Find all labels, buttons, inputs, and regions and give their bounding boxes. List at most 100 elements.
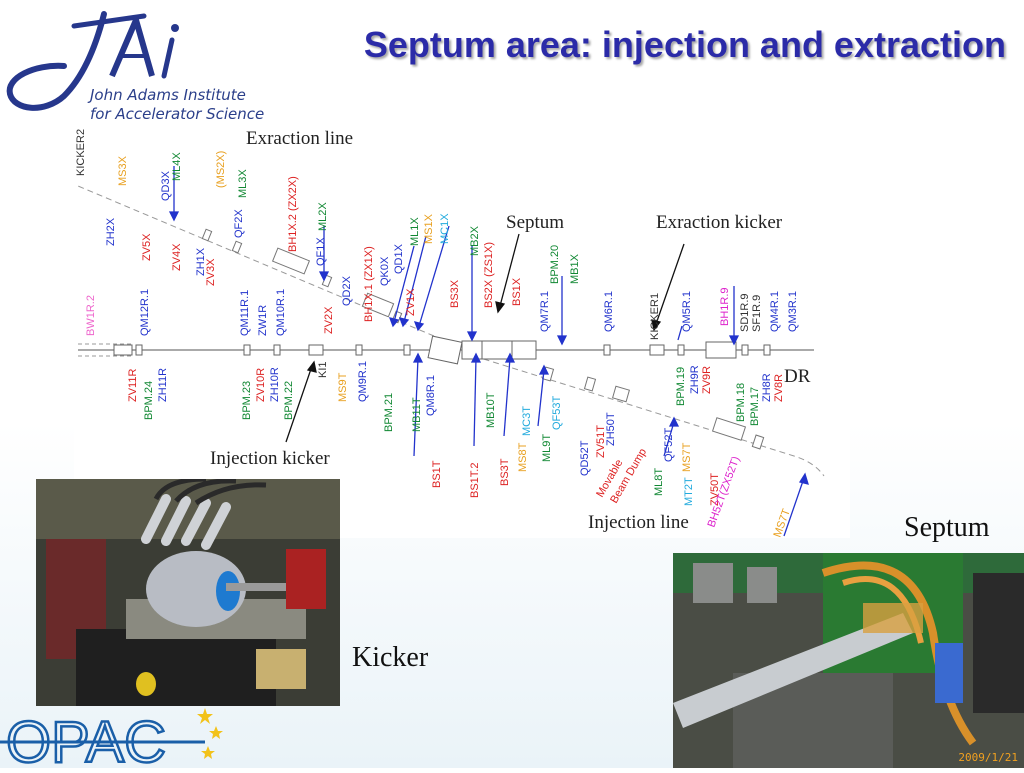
magnet-label: MB1X [569, 253, 581, 284]
magnet-label: ZV10R [255, 368, 267, 402]
magnet-label: SF1R.9 [751, 295, 763, 332]
opac-logo-text: OPAC [6, 710, 166, 768]
magnet-label: MS7T [681, 442, 693, 472]
magnet-label: QM8R.1 [425, 375, 437, 416]
magnet-label: QM9R.1 [357, 361, 369, 402]
magnet-label: KICKER1 [649, 293, 661, 340]
jai-logo: John Adams Institute for Accelerator Sci… [4, 6, 294, 124]
magnet-label: MB2X [469, 225, 481, 256]
magnet-label: BPM.24 [143, 381, 155, 420]
magnet-label: ZV50T [709, 473, 721, 506]
magnet-label: BS3X [449, 279, 461, 308]
magnet-label: MB11T [411, 397, 423, 432]
kicker-photo-graphic [36, 479, 340, 706]
magnet-label: MS3X [117, 155, 129, 186]
injection-beamline [473, 355, 825, 477]
magnet-label: ZH9R [689, 365, 701, 394]
opac-logo: OPAC [0, 704, 226, 773]
magnet-label: BPM.18 [735, 383, 747, 422]
magnet-label: MT2T [683, 477, 695, 506]
opac-logo-mark: OPAC [0, 708, 223, 773]
jai-line2: for Accelerator Science [90, 105, 265, 123]
magnet-label: ML1X [409, 217, 421, 246]
magnet-label: BPM.20 [549, 245, 561, 284]
magnet-label: BS1T.2 [469, 463, 481, 498]
magnet-label: MS7T [772, 507, 793, 538]
beamline-svg: KICKER2 MS3X QD3X ML4X (MS2X) ML3X ZH2X … [75, 129, 825, 538]
magnet-label: QF1X [315, 237, 327, 266]
magnet-label: ML4X [171, 152, 183, 181]
jai-logo-mark [6, 11, 179, 111]
magnet-label: BS2X (ZS1X) [483, 242, 495, 308]
magnet-label: QM7R.1 [539, 291, 551, 332]
magnet-label: ML9T [541, 434, 553, 462]
magnet-label: ZH50T [605, 412, 617, 446]
magnet-label: BW1R.2 [85, 295, 97, 336]
kicker-photo [36, 479, 340, 706]
magnet-label: ZW1R [257, 305, 269, 336]
magnet-label: ZV4X [171, 243, 183, 271]
magnet-label: QM12R.1 [139, 289, 151, 336]
magnet-label: QM6R.1 [603, 291, 615, 332]
magnet-label: BS1T [431, 460, 443, 488]
magnet-label: ZV3X [205, 258, 217, 286]
magnet-label: ZV51T [595, 425, 607, 458]
magnet-label: BS1X [511, 277, 523, 306]
slide-title: Septum area: injection and extraction [363, 24, 1006, 65]
magnet-label: ZV2X [323, 306, 335, 334]
magnet-label: BPM.23 [241, 381, 253, 420]
magnet-label: QM4R.1 [769, 291, 781, 332]
magnet-label: ZH2X [105, 217, 117, 246]
septum-caption: Septum [904, 512, 990, 543]
magnet-label: KI1 [317, 361, 329, 378]
magnet-label: KICKER2 [75, 129, 87, 176]
jai-line1: John Adams Institute [90, 86, 246, 104]
magnet-label: QK0X [379, 256, 391, 286]
magnet-label: QF53T [551, 395, 563, 430]
beamline-diagram: KICKER2 MS3X QD3X ML4X (MS2X) ML3X ZH2X … [74, 126, 850, 538]
magnet-label: BH1X.2 (ZX2X) [287, 176, 299, 252]
magnet-label: MB10T [485, 392, 497, 428]
magnet-label: ML3X [237, 169, 249, 198]
magnet-label: ZH11R [157, 368, 169, 402]
label-injection-kicker: Injection kicker [210, 448, 330, 469]
magnet-label: (MS2X) [215, 151, 227, 188]
magnet-label: ZV1X [405, 288, 417, 316]
magnet-label: ZH8R [761, 373, 773, 402]
magnet-label: QM10R.1 [275, 289, 287, 336]
label-injection-line: Injection line [588, 512, 689, 533]
magnet-label: BPM.22 [283, 381, 295, 420]
magnet-label: ZH1X [195, 247, 207, 276]
label-septum: Septum [506, 212, 565, 233]
magnet-label: MS9T [337, 372, 349, 402]
magnet-label: QD52T [579, 440, 591, 476]
magnet-label: MC1X [439, 213, 451, 244]
jai-logo-subtitle: John Adams Institute for Accelerator Sci… [90, 86, 264, 124]
magnet-label: MS8T [517, 442, 529, 472]
magnet-label: ML8T [653, 468, 665, 496]
magnet-label: QD1X [393, 243, 405, 274]
magnet-label: QM3R.1 [787, 291, 799, 332]
magnet-label: MS1X [423, 213, 435, 244]
magnet-label: BPM.21 [383, 393, 395, 432]
magnet-label: QM5R.1 [681, 291, 693, 332]
magnet-label: ZV11R [127, 369, 139, 402]
magnet-label: ZH10R [269, 367, 281, 402]
septum-photo-graphic [673, 553, 1024, 768]
septum-photo: 2009/1/21 [673, 553, 1024, 768]
label-dr: DR [784, 366, 811, 387]
magnet-label: BH1R.9 [719, 287, 731, 326]
magnet-label: BH1X.1 (ZX1X) [363, 246, 375, 322]
magnet-label: ZV9R [701, 366, 713, 394]
label-extraction-kicker: Exraction kicker [656, 212, 783, 233]
magnet-label: BPM.19 [675, 367, 687, 406]
magnet-label: QM11R.1 [239, 290, 251, 336]
magnet-label: QD2X [341, 275, 353, 306]
magnet-label: BPM.17 [749, 387, 761, 426]
magnet-label: SD1R.9 [739, 293, 751, 332]
magnet-label: MC3T [521, 406, 533, 436]
kicker-caption: Kicker [352, 642, 429, 673]
magnet-label: ZV5X [141, 233, 153, 261]
magnet-label: ML2X [317, 202, 329, 231]
label-extraction-line: Exraction line [246, 128, 354, 149]
